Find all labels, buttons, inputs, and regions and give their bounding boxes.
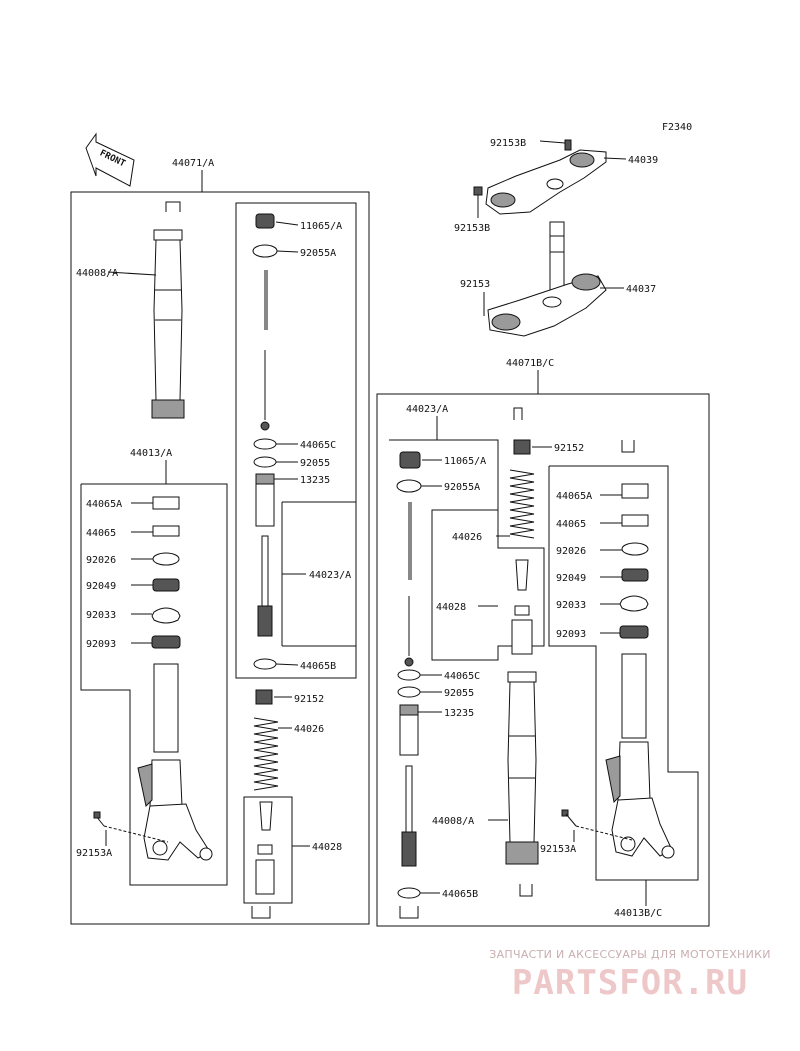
label-13235-right: 13235	[444, 708, 474, 719]
label-44071-bc: 44071B/C	[506, 358, 554, 369]
label-92049-right: 92049	[556, 573, 586, 584]
label-44065a-left: 44065A	[86, 499, 122, 510]
label-92152-right: 92152	[554, 443, 584, 454]
cartridge-parts-right	[396, 451, 442, 919]
label-44065-left: 44065	[86, 528, 116, 539]
label-44039: 44039	[628, 155, 658, 166]
outer-tube	[107, 201, 185, 419]
label-44065b-left: 44065B	[300, 661, 336, 672]
label-44013-bc: 44013B/C	[614, 908, 662, 919]
label-92055a-left: 92055A	[300, 248, 336, 259]
label-44065a-right: 44065A	[556, 491, 592, 502]
watermark: ЗАПЧАСТИ И АКСЕССУАРЫ ДЛЯ МОТОТЕХНИКИ PA…	[470, 948, 790, 1003]
left-fork-assembly: 44071/A 44008/A	[70, 158, 370, 925]
label-92055-left: 92055	[300, 458, 330, 469]
label-44008-a: 44008/A	[76, 268, 118, 279]
right-fork-assembly: 44071B/C 44023/A 1106	[376, 358, 710, 927]
label-44065-right: 44065	[556, 519, 586, 530]
label-44023-a-right: 44023/A	[406, 404, 448, 415]
front-arrow-icon: FRONT	[85, 132, 135, 187]
label-11065-a-right: 11065/A	[444, 456, 486, 467]
label-92153b-top-1: 92153B	[490, 138, 526, 149]
label-92049-left: 92049	[86, 581, 116, 592]
label-92055-right: 92055	[444, 688, 474, 699]
bolt-92153a-left	[93, 811, 169, 846]
spring-parts-right	[478, 407, 552, 655]
label-44026-right: 44026	[452, 532, 482, 543]
label-44071-a: 44071/A	[172, 158, 214, 169]
cartridge-parts	[252, 213, 356, 670]
label-92026-left: 92026	[86, 555, 116, 566]
spring-parts-left	[243, 689, 310, 919]
label-92153a-right: 92153A	[540, 844, 576, 855]
label-44065b-right: 44065B	[442, 889, 478, 900]
label-92026-right: 92026	[556, 546, 586, 557]
seal-stack-left	[131, 496, 213, 861]
label-44013-a: 44013/A	[130, 448, 172, 459]
label-44008-a-right: 44008/A	[432, 816, 474, 827]
label-44028-left: 44028	[312, 842, 342, 853]
label-11065-a-left: 11065/A	[300, 221, 342, 232]
label-44026-left: 44026	[294, 724, 324, 735]
label-44028-right: 44028	[436, 602, 466, 613]
label-92153a-left: 92153A	[76, 848, 112, 859]
label-92153-top: 92153	[460, 279, 490, 290]
watermark-logo: PARTSFOR.RU	[511, 963, 749, 1003]
label-92093-left: 92093	[86, 639, 116, 650]
label-44023-a-left: 44023/A	[309, 570, 351, 581]
label-92055a-right: 92055A	[444, 482, 480, 493]
label-92093-right: 92093	[556, 629, 586, 640]
label-44065c-right: 44065C	[444, 671, 480, 682]
label-44037: 44037	[626, 284, 656, 295]
diagram-code: F2340	[662, 122, 692, 133]
steering-clamps: 92153B 44039 92153B 92153 44037	[454, 138, 658, 337]
label-92033-right: 92033	[556, 600, 586, 611]
label-92152-left: 92152	[294, 694, 324, 705]
bolt-92153a-right	[561, 809, 633, 842]
seal-stack-right	[600, 483, 675, 859]
label-44065c-left: 44065C	[300, 440, 336, 451]
label-13235-left: 13235	[300, 475, 330, 486]
label-92033-left: 92033	[86, 610, 116, 621]
outer-tube-right	[488, 671, 539, 897]
watermark-tagline: ЗАПЧАСТИ И АКСЕССУАРЫ ДЛЯ МОТОТЕХНИКИ	[489, 948, 771, 961]
label-92153b-top-2: 92153B	[454, 223, 490, 234]
